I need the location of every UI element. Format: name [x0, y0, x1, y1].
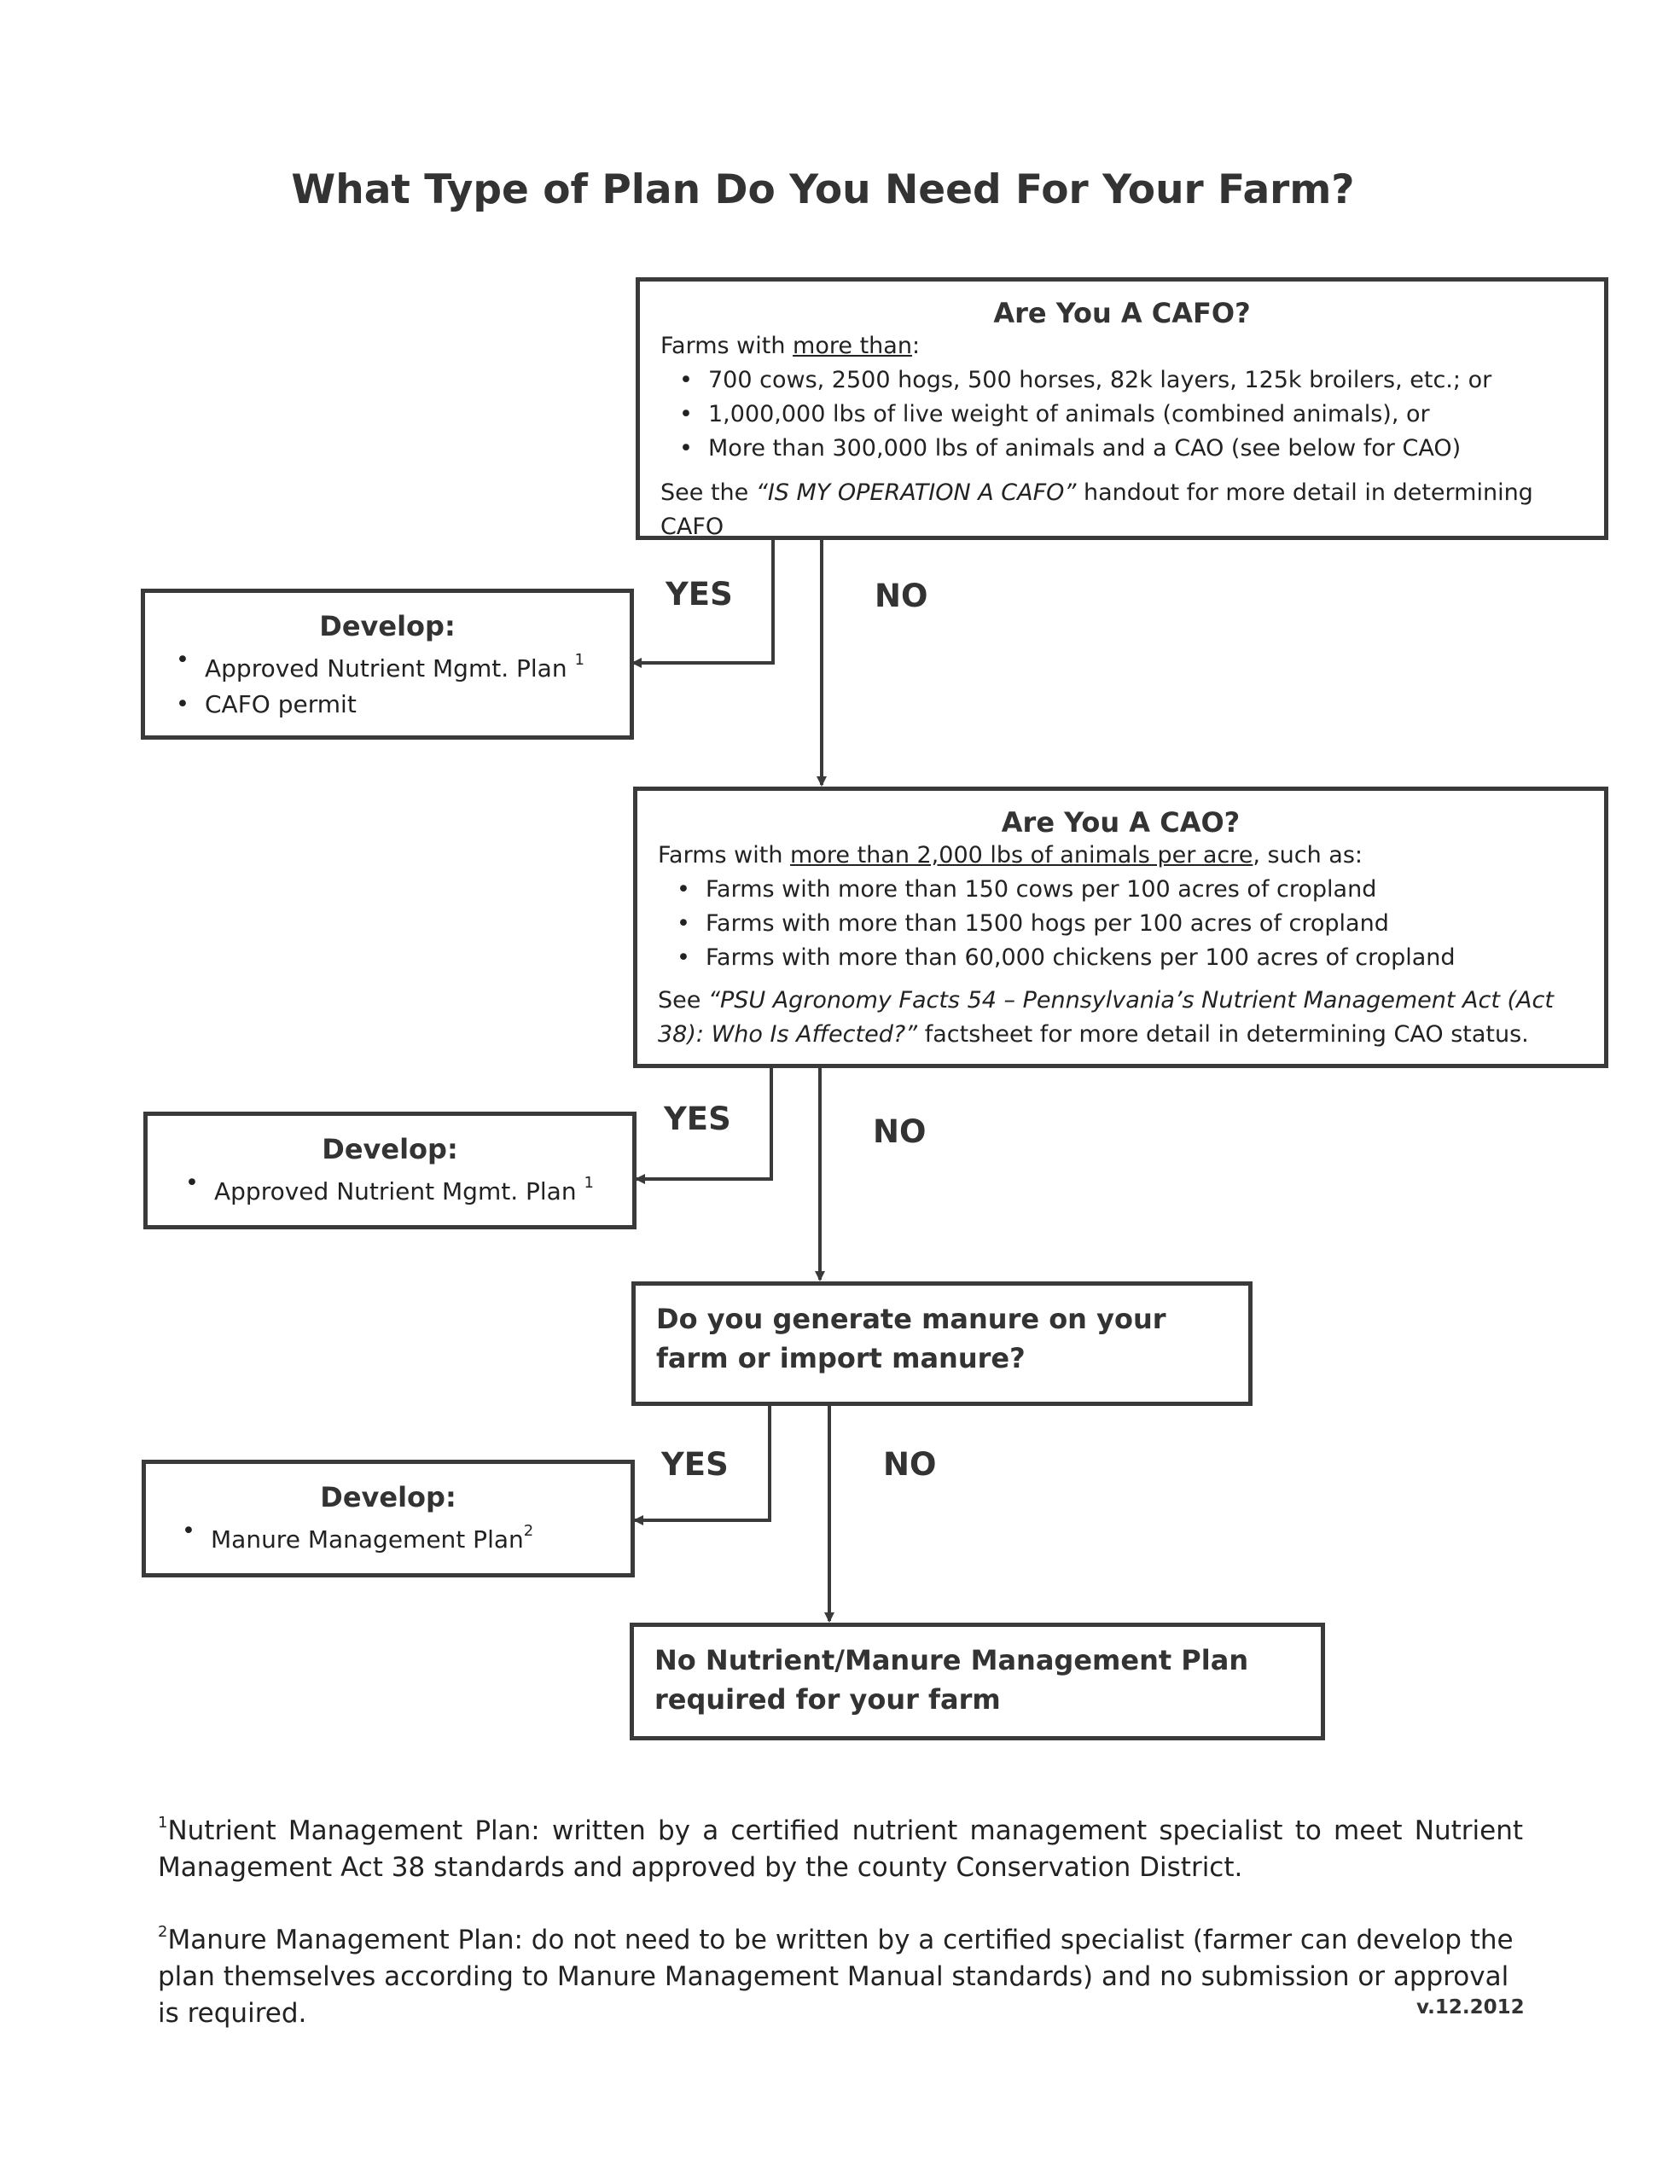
develop-list: Manure Management Plan2 — [163, 1513, 613, 1558]
cao-criteria-list: Farms with more than 150 cows per 100 ac… — [658, 873, 1584, 975]
develop-list: Approved Nutrient Mgmt. Plan 1 CAFO perm… — [162, 642, 613, 723]
cao-develop-box: Develop: Approved Nutrient Mgmt. Plan 1 — [143, 1112, 637, 1229]
cao-see-note: See “PSU Agronomy Facts 54 – Pennsylvani… — [658, 987, 1554, 1048]
cafo-yes-label: YES — [666, 576, 733, 613]
manure-develop-box: Develop: Manure Management Plan2 — [142, 1460, 635, 1577]
list-item: Farms with more than 60,000 chickens per… — [677, 941, 1584, 975]
footnote-1: 1Nutrient Management Plan: written by a … — [158, 1814, 1523, 1883]
cafo-question-box: Are You A CAFO? Farms with more than: 70… — [636, 277, 1608, 540]
cao-yes-connector — [635, 1066, 773, 1184]
develop-heading: Develop: — [320, 1481, 456, 1513]
list-item: Farms with more than 150 cows per 100 ac… — [677, 873, 1584, 907]
manure-question-text: Do you generate manure on your farm or i… — [656, 1303, 1166, 1374]
list-item: Farms with more than 1500 hogs per 100 a… — [677, 907, 1584, 941]
list-item: Approved Nutrient Mgmt. Plan 1 — [176, 642, 613, 687]
cao-heading: Are You A CAO? — [1001, 806, 1241, 839]
cafo-see-note: See the “IS MY OPERATION A CAFO” handout… — [660, 479, 1533, 540]
list-item: Manure Management Plan2 — [182, 1513, 613, 1558]
cafo-intro: Farms with more than: — [660, 333, 921, 359]
develop-heading: Develop: — [322, 1133, 458, 1165]
no-plan-required-box: No Nutrient/Manure Management Plan requi… — [630, 1623, 1325, 1740]
manure-no-label: NO — [883, 1446, 937, 1483]
cafo-heading: Are You A CAFO? — [993, 297, 1251, 329]
develop-heading: Develop: — [319, 610, 456, 642]
cafo-no-label: NO — [875, 578, 928, 614]
manure-question-box: Do you generate manure on your farm or i… — [631, 1281, 1253, 1406]
list-item: 1,000,000 lbs of live weight of animals … — [679, 398, 1584, 432]
cafo-develop-box: Develop: Approved Nutrient Mgmt. Plan 1 … — [141, 589, 634, 740]
no-plan-required-text: No Nutrient/Manure Management Plan requi… — [654, 1644, 1249, 1716]
footnote-2: 2Manure Management Plan: do not need to … — [158, 1923, 1514, 2029]
develop-list: Approved Nutrient Mgmt. Plan 1 — [165, 1165, 615, 1210]
list-item: More than 300,000 lbs of animals and a C… — [679, 432, 1584, 466]
list-item: Approved Nutrient Mgmt. Plan 1 — [185, 1165, 615, 1210]
list-item: CAFO permit — [176, 687, 613, 723]
page-title: What Type of Plan Do You Need For Your F… — [291, 166, 1355, 213]
cao-intro: Farms with more than 2,000 lbs of animal… — [658, 842, 1363, 868]
cao-question-box: Are You A CAO? Farms with more than 2,00… — [633, 787, 1608, 1068]
cafo-criteria-list: 700 cows, 2500 hogs, 500 horses, 82k lay… — [660, 363, 1584, 466]
cafo-yes-connector — [631, 537, 775, 668]
list-item: 700 cows, 2500 hogs, 500 horses, 82k lay… — [679, 363, 1584, 398]
cao-no-label: NO — [873, 1113, 927, 1150]
manure-yes-connector — [633, 1406, 771, 1525]
cao-yes-label: YES — [664, 1101, 731, 1137]
manure-yes-label: YES — [661, 1446, 729, 1483]
version-label: v.12.2012 — [1416, 1996, 1525, 2018]
